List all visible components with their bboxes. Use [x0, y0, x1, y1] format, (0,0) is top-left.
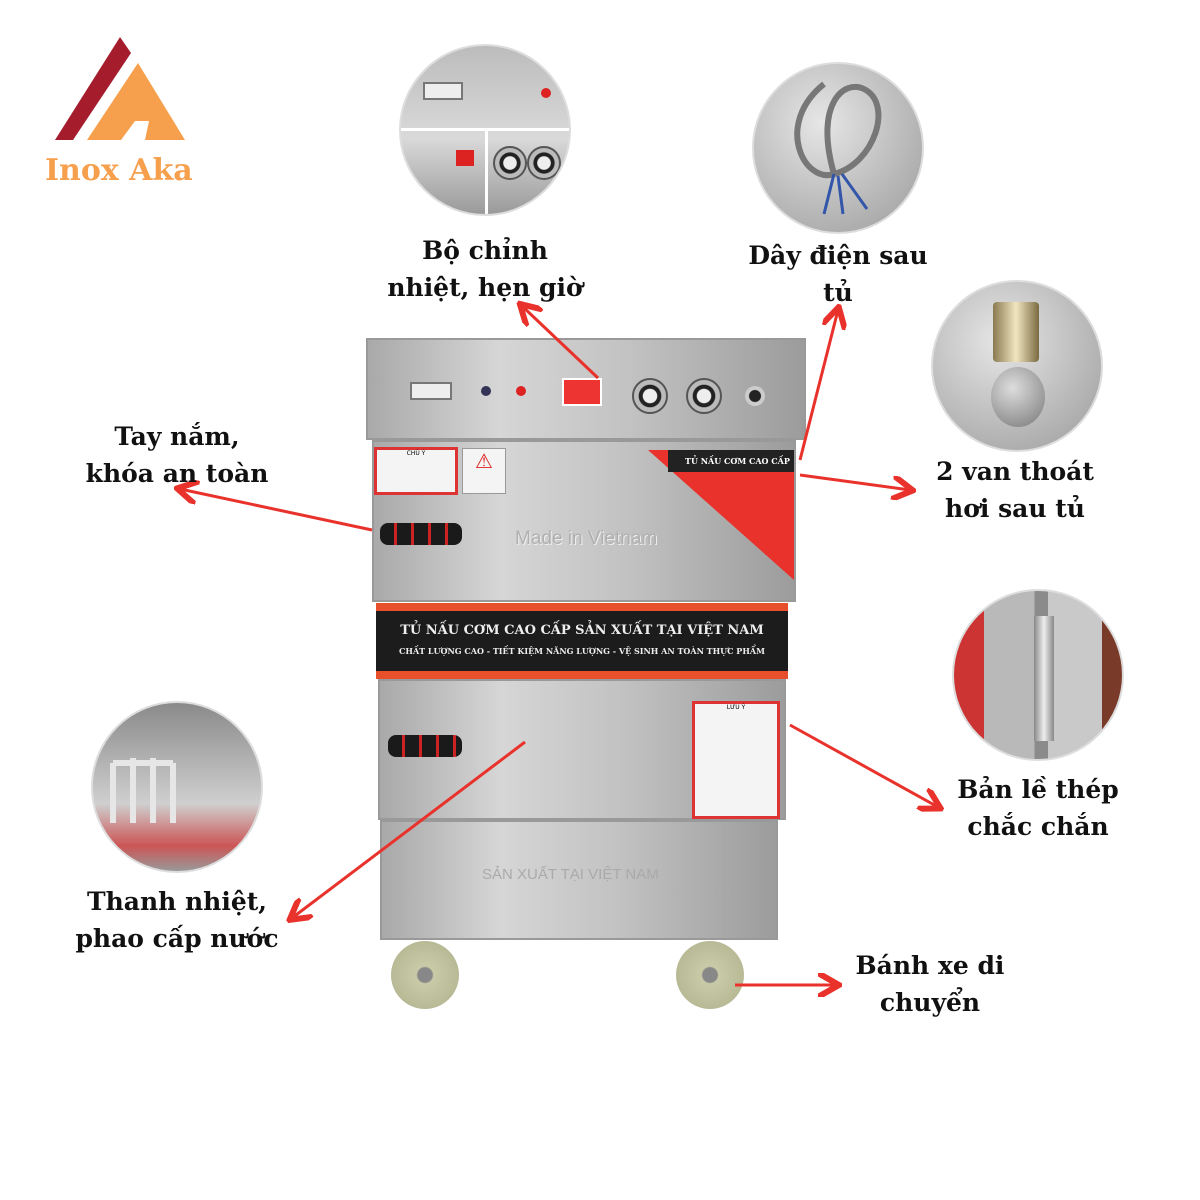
- lower-door-handle: [388, 735, 462, 757]
- banner-subtitle: CHẤT LƯỢNG CAO - TIẾT KIỆM NĂNG LƯỢNG - …: [399, 646, 765, 656]
- wheel-right-icon: [676, 941, 744, 1009]
- logo: Inox Aka: [45, 35, 205, 195]
- wheel-left-icon: [391, 941, 459, 1009]
- banner: TỦ NẤU CƠM CAO CẤP SẢN XUẤT TẠI VIỆT NAM…: [376, 603, 788, 679]
- instruction-sticker: LƯU Ý: [692, 701, 780, 819]
- temperature-knob-icon: [686, 378, 722, 414]
- detail-valve-image: [931, 280, 1103, 452]
- door-emboss-text: Made in Vietnam: [515, 528, 658, 549]
- indicator-light-icon: [481, 386, 491, 396]
- power-button-icon: [745, 386, 765, 406]
- detail-cable-image: [752, 62, 924, 234]
- detail-controls-image: [399, 44, 571, 216]
- drawer-emboss-text: SẢN XUẤT TẠI VIỆT NAM: [482, 866, 659, 883]
- brand-name: Inox Aka: [45, 153, 193, 188]
- corner-sticker-title: TỦ NẤU CƠM CAO CẤP: [685, 456, 790, 466]
- timer-knob-icon: [632, 378, 668, 414]
- callout-heater: Thanh nhiệt,phao cấp nước: [75, 887, 279, 953]
- indicator-light-icon: [516, 386, 526, 396]
- detail-hinge-image: [952, 589, 1124, 761]
- display-icon: [410, 382, 452, 400]
- upper-door-handle: [380, 523, 462, 545]
- callout-handle: Tay nắm,khóa an toàn: [85, 422, 269, 488]
- bottom-drawer: [380, 820, 778, 940]
- caution-sticker: ⚠: [462, 448, 506, 494]
- corner-sticker: [648, 450, 794, 580]
- warning-sticker: CHÚ Ý: [374, 447, 458, 495]
- breaker-switch-icon: [562, 378, 602, 406]
- logo-mark-icon: [55, 37, 185, 140]
- banner-title: TỦ NẤU CƠM CAO CẤP SẢN XUẤT TẠI VIỆT NAM: [400, 623, 764, 638]
- detail-heater-image: [91, 701, 263, 873]
